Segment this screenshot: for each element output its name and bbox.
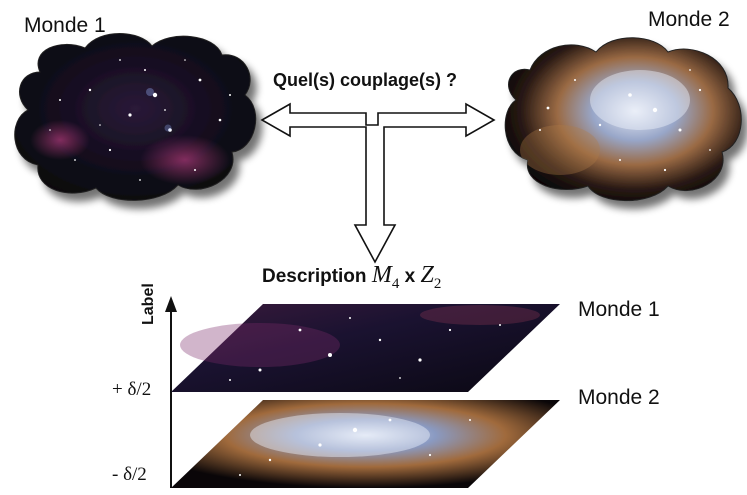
world2-cloud	[504, 37, 742, 202]
world2-starfield	[520, 69, 711, 175]
world2-plane	[171, 400, 560, 488]
tick-top: + δ/2	[112, 379, 152, 400]
description-text: Description	[262, 266, 367, 287]
description-m: M4	[371, 262, 400, 292]
world1-starfield	[30, 59, 231, 185]
coupling-arrows	[260, 102, 496, 264]
world1-plane	[171, 304, 560, 392]
world2-label: Monde 2	[648, 8, 730, 31]
world1-label: Monde 1	[24, 14, 106, 37]
description-title: Description M4 x Z2	[262, 262, 441, 293]
axis-label: Label	[140, 283, 157, 325]
description-times: x	[404, 266, 416, 287]
layer-top-label: Monde 1	[578, 298, 660, 321]
layer-bottom-label: Monde 2	[578, 386, 660, 409]
label-axis	[165, 296, 177, 488]
coupling-question: Quel(s) couplage(s) ?	[273, 70, 458, 90]
description-z: Z2	[420, 262, 442, 292]
tick-bottom: - δ/2	[112, 464, 147, 485]
